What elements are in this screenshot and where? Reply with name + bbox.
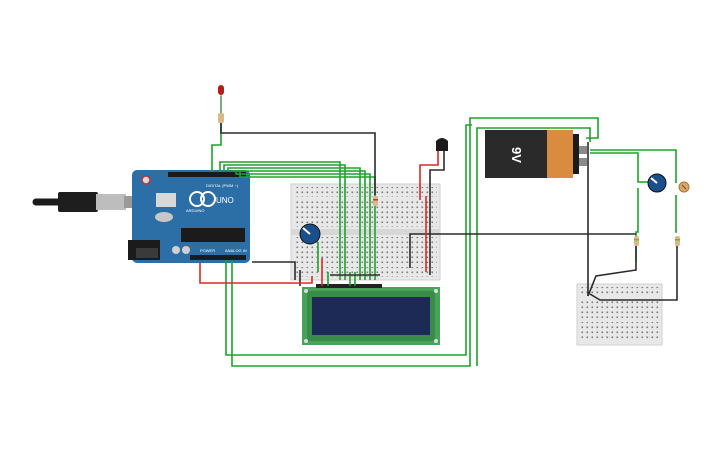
analog-label: ANALOG IN — [225, 248, 247, 253]
microcontroller-chip — [181, 228, 245, 242]
analog-pin-header — [190, 255, 246, 260]
arduino-brand-text: ARDUINO — [186, 208, 204, 213]
potentiometer-2-icon[interactable] — [647, 173, 667, 193]
led-icon[interactable] — [218, 85, 224, 123]
wires-black — [220, 118, 678, 301]
resistor-3[interactable] — [675, 236, 680, 246]
digital-pin-header — [168, 172, 246, 177]
power-label: POWER — [200, 248, 215, 253]
temperature-sensor-icon[interactable] — [436, 138, 448, 151]
usb-cable-icon[interactable] — [32, 192, 134, 212]
arduino-uno-board[interactable]: UNO ARDUINO DIGITAL (PWM ~) POWER ANALOG… — [128, 170, 250, 263]
battery-label: 9V — [509, 147, 524, 163]
wires-green — [211, 96, 677, 367]
resistor-2[interactable] — [634, 236, 639, 246]
wires-red — [199, 148, 439, 286]
led-resistor — [218, 113, 224, 123]
battery-9v[interactable]: 9V — [485, 130, 587, 178]
lcd-16x2-display[interactable] — [302, 284, 440, 345]
reset-button[interactable] — [141, 175, 151, 185]
lcd-screen — [312, 297, 430, 335]
resistor-1[interactable] — [373, 196, 378, 206]
small-breadboard[interactable] — [576, 283, 663, 346]
digital-pins-label: DIGITAL (PWM ~) — [206, 183, 239, 188]
potentiometer-icon[interactable] — [299, 223, 321, 245]
photoresistor-icon[interactable] — [678, 181, 690, 193]
arduino-logo-text: UNO — [216, 196, 234, 205]
